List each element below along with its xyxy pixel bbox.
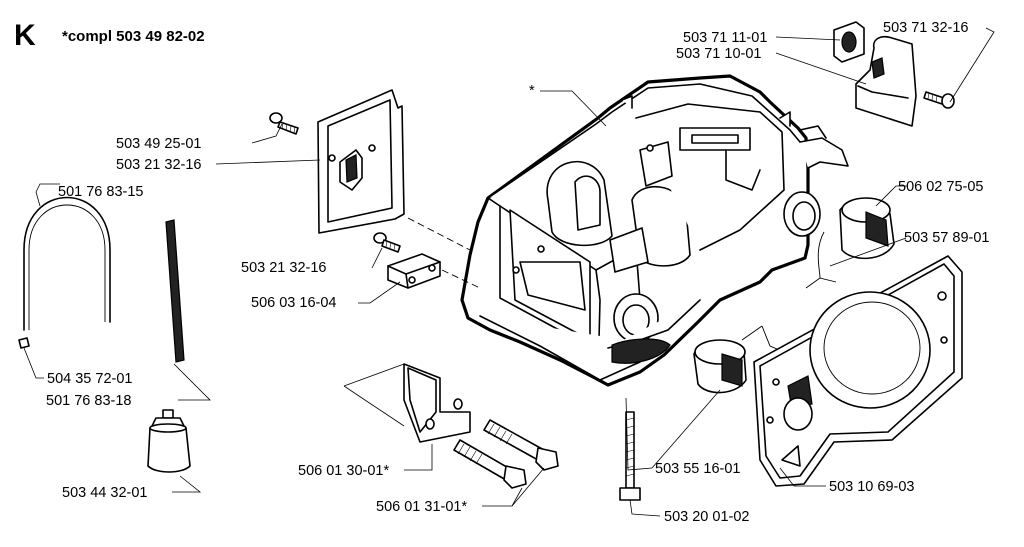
part-label-503200102: 503 20 01-02 xyxy=(664,509,749,525)
part-label-501768318: 501 76 83-18 xyxy=(46,393,131,409)
part-label-506013001: 506 01 30-01* xyxy=(298,463,389,479)
bolt-part xyxy=(483,419,559,471)
leader-lines xyxy=(23,27,995,517)
chain-guide-plate-part xyxy=(317,89,405,234)
screw-part xyxy=(269,112,299,135)
part-label-503578901: 503 57 89-01 xyxy=(904,230,989,246)
alignment-line xyxy=(441,269,481,289)
stud-bolt-part xyxy=(619,411,641,501)
part-label-503106903: 503 10 69-03 xyxy=(829,479,914,495)
nut-block-part xyxy=(387,253,441,289)
part-label-504357201: 504 35 72-01 xyxy=(47,371,132,387)
header-note: *compl 503 49 82-02 xyxy=(62,28,205,45)
part-label-503551601: 503 55 16-01 xyxy=(655,461,740,477)
crankcase-housing-part xyxy=(460,74,849,387)
part-label-506031604: 506 03 16-04 xyxy=(251,295,336,311)
part-label-503711001: 503 71 10-01 xyxy=(676,46,761,62)
bolt-part xyxy=(453,439,527,489)
part-label-503492501: 503 49 25-01 xyxy=(116,136,201,152)
alignment-line xyxy=(407,217,471,251)
mounting-bracket-part xyxy=(403,363,471,443)
part-label-503713216-top: 503 71 32-16 xyxy=(883,20,968,36)
part-label-503711101: 503 71 11-01 xyxy=(683,30,767,46)
side-cover-plate-part xyxy=(753,255,963,487)
section-letter: K xyxy=(14,19,36,52)
bushing-part xyxy=(833,21,865,63)
fuel-filter-part xyxy=(147,409,191,473)
hose-loop-part xyxy=(18,196,111,349)
part-label-506013101: 506 01 31-01* xyxy=(376,499,467,515)
screw-part xyxy=(373,232,401,253)
bracket-part xyxy=(855,35,917,127)
rubber-strip-part xyxy=(165,219,185,363)
screw-part xyxy=(923,91,955,109)
part-label-506027505: 506 02 75-05 xyxy=(898,179,983,195)
vibration-damper-part xyxy=(693,325,785,394)
asterisk-marker: * xyxy=(529,83,535,99)
part-label-503213216-plate: 503 21 32-16 xyxy=(116,157,201,173)
part-label-503213216-screw: 503 21 32-16 xyxy=(241,260,326,276)
part-label-503443201: 503 44 32-01 xyxy=(62,485,147,501)
part-label-501768315: 501 76 83-15 xyxy=(58,184,143,200)
